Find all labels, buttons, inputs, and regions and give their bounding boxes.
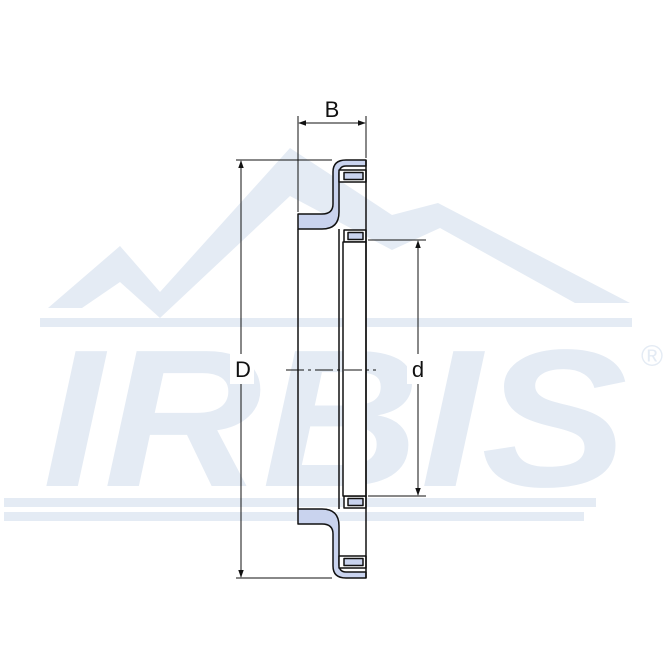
roller-bottom-inner <box>347 497 364 507</box>
watermark-band-bottom-2 <box>4 512 584 521</box>
roller-bottom-outer <box>343 557 364 567</box>
watermark: IRBIS ® <box>4 148 663 528</box>
watermark-band-top <box>40 318 632 327</box>
dim-d-label-bg <box>407 354 429 384</box>
registered-mark: ® <box>641 340 663 373</box>
shaft-washer <box>342 241 367 497</box>
watermark-brand: IRBIS <box>43 309 628 528</box>
dim-label-d: d <box>412 357 424 382</box>
watermark-band-bottom-1 <box>4 498 596 507</box>
dim-D-label-bg <box>230 354 254 384</box>
dim-label-B: B <box>325 97 340 122</box>
mountain-logo <box>48 148 630 318</box>
dim-label-D: D <box>235 357 251 382</box>
roller-top-inner <box>347 231 364 241</box>
part-section <box>297 159 367 579</box>
roller-top-outer <box>343 171 364 181</box>
